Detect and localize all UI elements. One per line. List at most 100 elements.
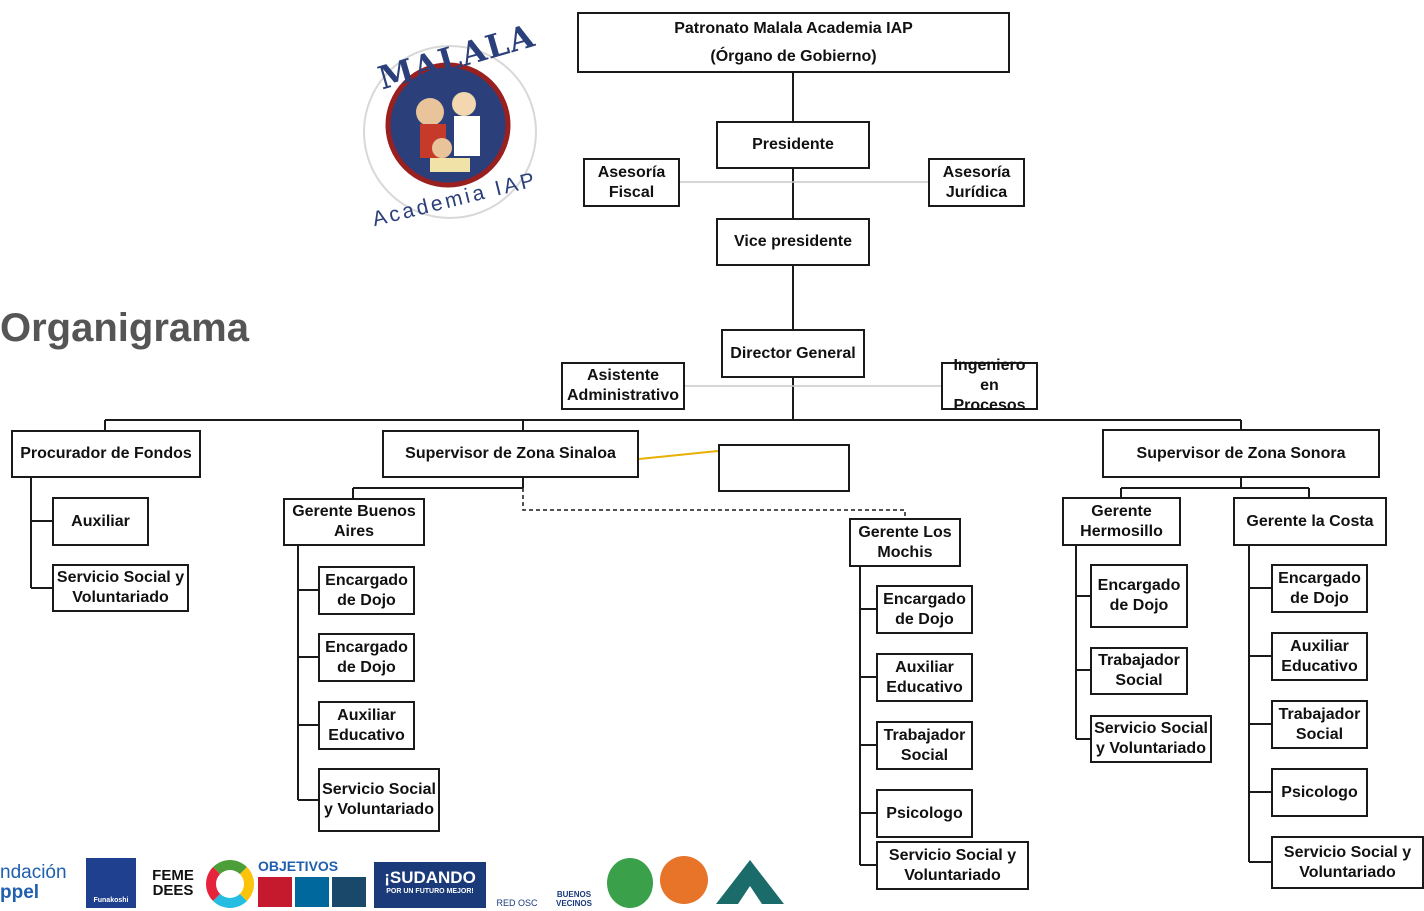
red-osc-text: RED OSC: [496, 898, 538, 908]
sinaloa-mountain-icon: [712, 856, 788, 908]
manager-la-costa-line1: Gerente la Costa: [1246, 512, 1374, 530]
lc-social-service-box: Servicio Social y Voluntariado: [1271, 836, 1424, 889]
ba-item-3-line2: Educativo: [328, 726, 405, 744]
manager-los-mochis-line2: Mochis: [877, 543, 933, 561]
lm-item-4-line1: Psicologo: [886, 804, 963, 822]
hm-item-3-line1: Servicio Social: [1094, 720, 1208, 737]
process-engineer-line2: en Procesos: [953, 377, 1026, 414]
femedees-text: FEME DEES: [152, 867, 194, 899]
lm-item-5-line2: Voluntariado: [904, 866, 1001, 884]
sdg-wheel-icon: [206, 860, 254, 908]
lm-dojo-box: Encargado de Dojo: [876, 585, 973, 634]
supervisor-sinaloa-box: Supervisor de Zona Sinaloa: [382, 430, 639, 478]
lc-item-5-line1: Servicio Social y: [1283, 843, 1412, 861]
vice-president-box: Vice presidente: [716, 218, 870, 266]
sdg-17-icon: [332, 877, 366, 907]
governing-board-box: Patronato Malala Academia IAP (Órgano de…: [577, 12, 1010, 73]
ba-social-service-box: Servicio Social y Voluntariado: [318, 768, 440, 832]
fundraiser-item-1-line1: Auxiliar: [71, 512, 130, 530]
fundraiser-item-2-line2: Voluntariado: [72, 589, 169, 606]
lm-psychologist-box: Psicologo: [876, 789, 973, 838]
admin-assistant-line1: Asistente: [586, 367, 659, 384]
ba-item-1-line1: Encargado: [325, 571, 408, 589]
hm-item-2-line2: Social: [1115, 672, 1163, 689]
ods-logo: OBJETIVOS: [258, 858, 370, 908]
lc-item-5-line2: Voluntariado: [1299, 863, 1396, 881]
ba-item-4-line2: y Voluntariado: [324, 801, 434, 818]
lm-item-1-line1: Encargado: [883, 590, 966, 608]
hm-item-2-line1: Trabajador: [1098, 652, 1180, 669]
fundacion-line1: ndación: [0, 862, 67, 883]
manager-la-costa-box: Gerente la Costa: [1233, 497, 1387, 546]
page-title: Organigrama: [0, 306, 249, 350]
fundraiser-social-service-box: Servicio Social y Voluntariado: [52, 564, 189, 612]
legal-advisory-line1: Asesoría: [942, 163, 1011, 181]
ba-item-2-line1: Encargado: [325, 638, 408, 656]
lc-psychologist-box: Psicologo: [1271, 768, 1368, 817]
buenos-vecinos-logo: BUENOS VECINOS: [546, 858, 602, 908]
lc-item-1-line1: Encargado: [1278, 569, 1361, 587]
hm-item-1-line1: Encargado: [1097, 577, 1181, 594]
process-engineer-line1: Ingeniero: [953, 357, 1026, 374]
ba-item-1-line2: de Dojo: [337, 591, 396, 609]
ods-text: OBJETIVOS: [258, 858, 339, 874]
lc-item-4-line1: Psicologo: [1281, 783, 1358, 801]
lc-dojo-box: Encargado de Dojo: [1271, 564, 1368, 613]
hm-item-3-line2: y Voluntariado: [1096, 740, 1206, 757]
lc-item-1-line2: de Dojo: [1290, 589, 1349, 607]
lc-item-3-line2: Social: [1295, 725, 1344, 743]
sudando-title: ¡SUDANDO: [384, 868, 476, 887]
sdg-16-icon: [295, 877, 329, 907]
red-osc-logo: RED OSC: [490, 858, 544, 908]
process-engineer-box: Ingeniero en Procesos: [941, 357, 1038, 414]
fiscal-advisory-line1: Asesoría: [597, 163, 666, 181]
ba-item-4-line1: Servicio Social: [322, 781, 436, 798]
governing-board-title: Patronato Malala Academia IAP: [674, 19, 913, 37]
empty-box: [718, 444, 850, 492]
fiscal-advisory-line2: Fiscal: [608, 183, 655, 201]
manager-hermosillo-line1: Gerente: [1091, 502, 1152, 520]
hm-dojo-box: Encargado de Dojo: [1090, 564, 1188, 628]
admin-assistant-line2: Administrativo: [566, 387, 679, 404]
fundacion-logo: ndación ppel: [0, 858, 80, 908]
general-director-box: Director General: [721, 329, 865, 378]
lm-item-3-line2: Social: [900, 746, 949, 764]
lc-item-2-line2: Educativo: [1281, 657, 1358, 675]
femedees-logo: FEME DEES: [144, 858, 202, 908]
fundacion-line2: ppel: [0, 882, 40, 903]
fundraiser-box: Procurador de Fondos: [11, 430, 201, 478]
hm-item-1-line2: de Dojo: [1109, 597, 1169, 614]
lm-item-5-line1: Servicio Social y: [888, 846, 1017, 864]
fundraiser-auxiliar-box: Auxiliar: [52, 497, 149, 546]
lm-item-1-line2: de Dojo: [895, 610, 954, 628]
manager-hermosillo-line2: Hermosillo: [1080, 522, 1163, 540]
buenos-vecinos-text: BUENOS VECINOS: [555, 890, 592, 908]
fundraiser-item-2-line1: Servicio Social y: [56, 569, 185, 586]
hand-icon: [607, 858, 653, 908]
legal-advisory-line2: Jurídica: [945, 183, 1008, 201]
president-box: Presidente: [716, 121, 870, 169]
governing-board-subtitle: (Órgano de Gobierno): [710, 47, 877, 65]
sdg-4-icon: [258, 877, 292, 907]
lm-item-2-line1: Auxiliar: [895, 658, 954, 676]
manager-los-mochis-line1: Gerente Los: [858, 523, 952, 541]
supervisor-sonora-box: Supervisor de Zona Sonora: [1102, 429, 1380, 478]
hm-social-service-box: Servicio Social y Voluntariado: [1090, 715, 1212, 763]
sponsor-logos: ndación ppel Funakoshi FEME DEES OBJETIV…: [0, 850, 800, 911]
funakoshi-text: Funakoshi: [93, 897, 129, 904]
ba-item-3-line1: Auxiliar: [337, 706, 396, 724]
manager-buenos-aires-line1: Gerente Buenos: [292, 503, 416, 520]
lm-item-3-line1: Trabajador: [883, 726, 966, 744]
ba-dojo-1-box: Encargado de Dojo: [318, 566, 415, 615]
